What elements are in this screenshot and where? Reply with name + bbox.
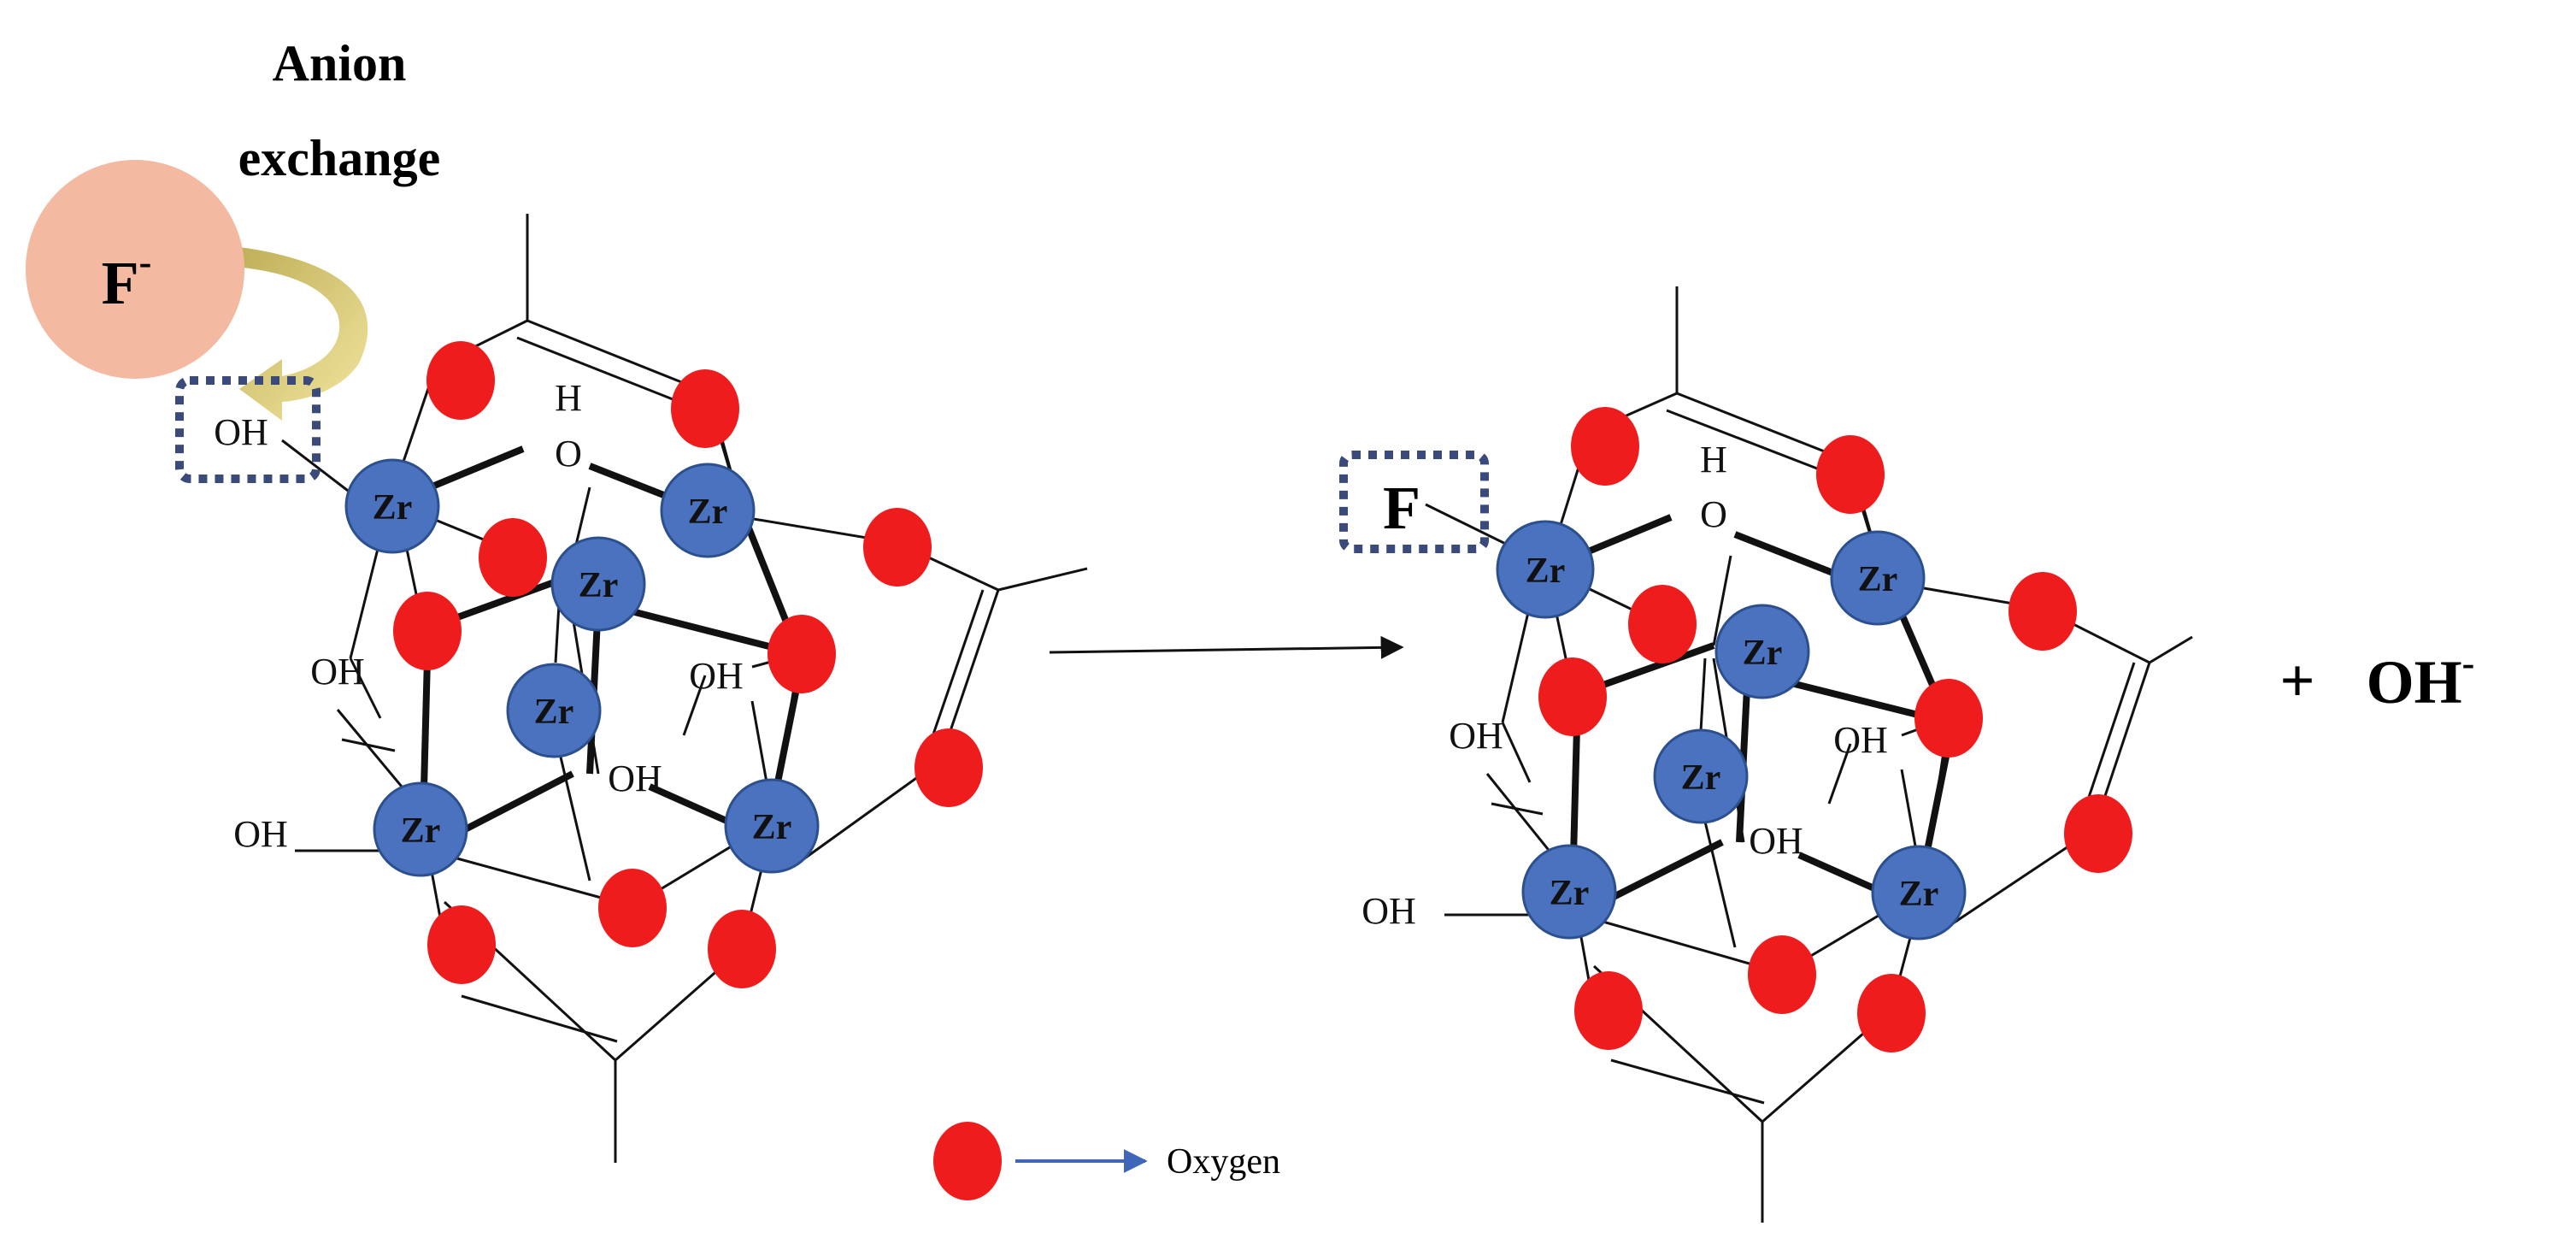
svg-text:Zr: Zr	[1681, 758, 1721, 798]
svg-text:OH: OH	[233, 813, 288, 855]
replaced-oh-label: OH	[214, 411, 268, 453]
svg-text:OH: OH	[310, 651, 365, 693]
legend: Oxygen	[933, 1122, 1280, 1200]
svg-text:OH: OH	[1362, 890, 1416, 932]
anion-exchange-title-line1: Anion	[273, 35, 407, 91]
svg-text:O: O	[555, 433, 582, 475]
fluoride-ion-circle	[26, 160, 244, 379]
svg-text:Zr: Zr	[1899, 875, 1939, 914]
svg-text:Zr: Zr	[534, 693, 574, 732]
svg-text:O: O	[1700, 493, 1727, 535]
svg-text:OH: OH	[1833, 719, 1888, 761]
exchange-curl-arrow	[205, 244, 368, 421]
zr-cluster-after: Zr Zr Zr Zr Zr Zr H O OH OH OH OH F	[1339, 286, 2193, 1223]
svg-text:OH: OH	[1749, 820, 1803, 862]
svg-text:Zr: Zr	[579, 566, 619, 605]
released-hydroxide-label: OH-	[2367, 642, 2475, 716]
svg-text:Zr: Zr	[401, 811, 441, 851]
svg-text:OH: OH	[608, 758, 662, 799]
svg-text:Zr: Zr	[1743, 634, 1783, 673]
reaction-arrow	[1049, 635, 1404, 659]
plus-sign: +	[2279, 646, 2314, 715]
fluoride-ion-label: F-	[102, 241, 152, 317]
legend-oxygen-swatch	[933, 1122, 1002, 1200]
svg-text:OH: OH	[1449, 715, 1503, 757]
svg-text:Zr: Zr	[373, 488, 413, 528]
svg-text:Zr: Zr	[1858, 560, 1898, 599]
svg-text:Zr: Zr	[752, 808, 792, 847]
anion-exchange-title-line2: exchange	[238, 130, 441, 186]
bound-fluoride-label: F	[1383, 474, 1420, 542]
zr-cluster-before: Zr Zr Zr Zr Zr Zr H O OH OH OH OH OH	[175, 214, 1088, 1163]
svg-text:H: H	[1700, 439, 1727, 481]
replaced-oh-highlight	[175, 376, 321, 483]
svg-text:Zr: Zr	[688, 492, 728, 532]
svg-text:H: H	[555, 377, 582, 419]
legend-oxygen-label: Oxygen	[1167, 1142, 1280, 1182]
svg-text:OH: OH	[689, 655, 744, 697]
svg-text:Zr: Zr	[1526, 551, 1566, 591]
svg-text:Zr: Zr	[1550, 874, 1590, 913]
